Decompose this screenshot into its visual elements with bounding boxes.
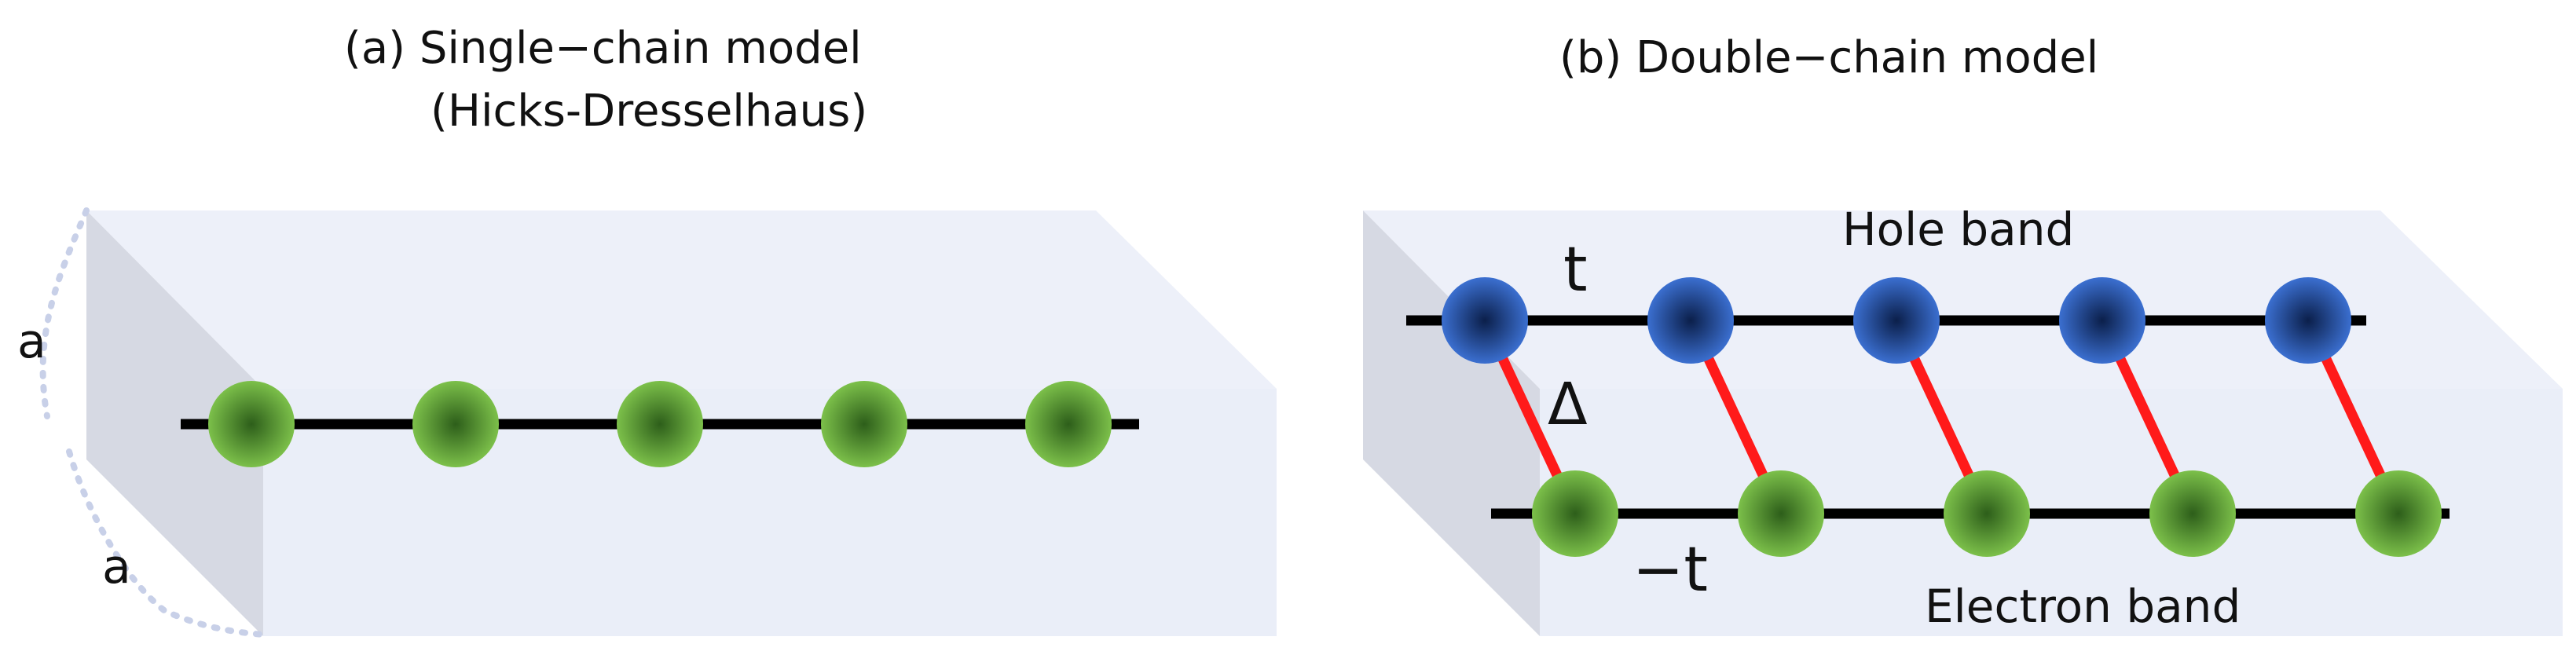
hole-site <box>1853 277 1940 364</box>
panel-b-box <box>1363 210 2563 636</box>
panel-a-box-front <box>263 389 1277 636</box>
electron-site <box>412 381 499 467</box>
panel-a-box <box>86 210 1277 636</box>
electron-site <box>2355 470 2442 557</box>
electron-site <box>1738 470 1824 557</box>
dimension-label-a-top: a <box>17 314 46 369</box>
hopping-label-t: t <box>1563 235 1588 306</box>
hole-band-label: Hole band <box>1842 203 2074 256</box>
panel-a-title: (a) Single−chain model <box>344 23 862 74</box>
electron-site <box>2149 470 2236 557</box>
electron-site <box>1532 470 1618 557</box>
electron-site <box>1025 381 1112 467</box>
hopping-label-minus-t: −t <box>1632 535 1708 606</box>
hole-site <box>2265 277 2351 364</box>
dimension-label-a-bottom: a <box>102 540 131 595</box>
panel-a-subtitle: (Hicks-Dresselhaus) <box>431 86 868 137</box>
electron-site <box>1944 470 2030 557</box>
electron-site <box>821 381 907 467</box>
panel-a-box-top <box>86 210 1277 389</box>
panel-b-title: (b) Double−chain model <box>1559 32 2099 83</box>
electron-band-label: Electron band <box>1925 580 2241 633</box>
hole-site <box>1442 277 1528 364</box>
dimension-line-bottom <box>66 448 266 638</box>
hole-site <box>2059 277 2145 364</box>
electron-site <box>617 381 703 467</box>
panel-a-dimension-lines <box>39 207 266 638</box>
electron-sites <box>1532 470 2442 557</box>
coupling-label-delta: Δ <box>1548 371 1588 438</box>
panel-a-sites <box>208 381 1112 467</box>
electron-site <box>208 381 295 467</box>
panel-a-box-side <box>86 210 263 636</box>
hole-site <box>1647 277 1734 364</box>
hole-sites <box>1442 277 2351 364</box>
dimension-line-top <box>39 207 90 419</box>
